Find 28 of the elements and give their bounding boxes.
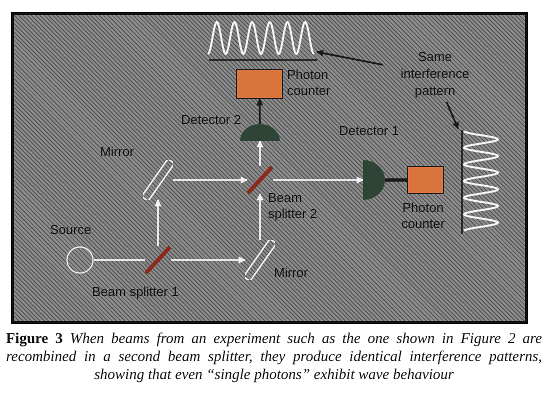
detector-dome: [363, 160, 385, 200]
photon-counter: [236, 69, 283, 99]
part-label: Beam splitter 1: [92, 284, 180, 300]
mirror-plate: [245, 240, 275, 280]
detector-dome: [240, 124, 280, 141]
part-label: Photon counter: [400, 200, 446, 232]
interference-pattern-drawing: [205, 20, 317, 62]
part-label: Source: [50, 222, 92, 238]
mirror-plate: [145, 246, 171, 274]
note-text: Same interference pattern: [383, 48, 487, 102]
light-beam: [171, 256, 246, 264]
light-beam: [273, 176, 364, 184]
part-label: Detector 2: [180, 112, 242, 128]
figure-caption: Figure 3 When beams from an experiment such as the one shown in Figure 2 are recombined in a second beam splitter, they produce identical interference patterns, showing that even “single photons” exhibit wave behaviour: [6, 330, 542, 384]
part-label: Mirror: [100, 144, 135, 160]
mirror-plate: [247, 166, 273, 194]
part-label: Photon counter: [287, 67, 332, 99]
light-beam: [256, 193, 264, 240]
photon-counter: [407, 166, 444, 194]
part-label: Beam splitter 2: [268, 190, 318, 222]
light-beam: [256, 98, 264, 124]
light-beam: [385, 178, 407, 182]
part-label: Mirror: [274, 265, 309, 281]
mirror-plate: [143, 160, 173, 200]
light-beam: [256, 140, 264, 166]
light-beam: [154, 199, 162, 246]
source-circle: [66, 246, 94, 274]
part-label: Detector 1: [338, 123, 400, 139]
